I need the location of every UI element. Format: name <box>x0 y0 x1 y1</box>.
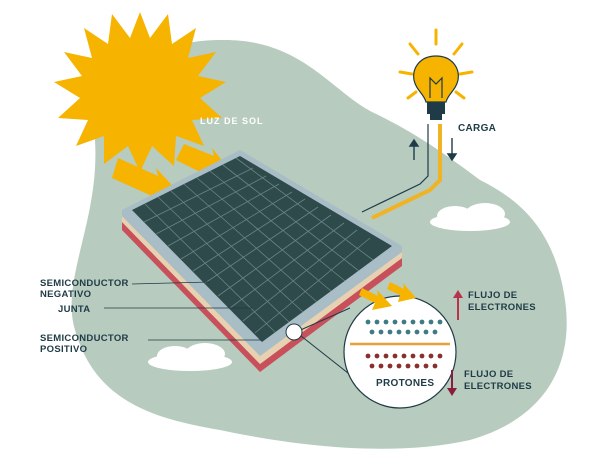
load-label: CARGA <box>458 123 496 134</box>
proton-dot <box>423 363 429 369</box>
electron-dot <box>396 329 402 335</box>
proton-dot <box>387 363 393 369</box>
protons <box>365 353 443 369</box>
electron-dot <box>369 329 375 335</box>
proton-dot <box>392 353 398 359</box>
electron-flow-arrow-up <box>453 290 463 320</box>
proton-dot <box>378 363 384 369</box>
n-semiconductor-label: SEMICONDUCTOR <box>40 278 129 289</box>
electron-flow-bottom-label-2: ELECTRONES <box>464 381 532 392</box>
proton-dot <box>419 353 425 359</box>
electron-dot <box>432 329 438 335</box>
junction-label: JUNTA <box>58 304 90 315</box>
electron-dot <box>428 319 434 325</box>
proton-dot <box>396 363 402 369</box>
sunlight-label: LUZ DE SOL <box>200 116 264 126</box>
proton-dot <box>437 353 443 359</box>
electron-dot <box>419 319 425 325</box>
sunlight-arrow <box>359 288 392 310</box>
electron-flow-bottom-label: FLUJO DE <box>464 369 513 380</box>
proton-dot <box>432 363 438 369</box>
wire-return <box>361 124 429 213</box>
magnifier-callout <box>285 282 457 409</box>
electron-dot <box>383 319 389 325</box>
electron-dot <box>365 319 371 325</box>
p-semiconductor-label: SEMICONDUCTOR <box>40 333 129 344</box>
proton-dot <box>410 353 416 359</box>
proton-dot <box>401 353 407 359</box>
electron-flow-top-label: FLUJO DE <box>468 290 517 301</box>
electron-dot <box>374 319 380 325</box>
cloud <box>430 203 510 231</box>
electron-dot <box>401 319 407 325</box>
electron-dot <box>414 329 420 335</box>
electron-dot <box>387 329 393 335</box>
electron-dot <box>410 319 416 325</box>
solar-panel <box>122 150 402 372</box>
proton-dot <box>414 363 420 369</box>
electron-dot <box>392 319 398 325</box>
electron-dot <box>405 329 411 335</box>
electron-flow-top-label-2: ELECTRONES <box>468 302 536 313</box>
cloud <box>148 343 232 371</box>
electrons <box>365 319 443 335</box>
panel-grid <box>143 157 374 334</box>
sun-icon <box>54 12 226 172</box>
proton-dot <box>374 353 380 359</box>
proton-dot <box>383 353 389 359</box>
electron-dot <box>423 329 429 335</box>
protons-label: PROTONES <box>376 378 434 389</box>
electron-flow-arrow-down <box>447 370 457 396</box>
panel-cells <box>132 156 392 342</box>
proton-dot <box>405 363 411 369</box>
electron-dot <box>378 329 384 335</box>
wire <box>371 124 442 220</box>
current-arrows <box>408 138 458 162</box>
proton-dot <box>369 363 375 369</box>
leader-negative <box>131 281 211 285</box>
light-bulb-icon <box>398 28 474 120</box>
proton-dot <box>428 353 434 359</box>
sunlight-arrow <box>387 282 416 302</box>
n-semiconductor-label-2: NEGATIVO <box>40 289 91 300</box>
p-semiconductor-label-2: POSITIVO <box>40 344 87 355</box>
electron-dot <box>437 319 443 325</box>
proton-dot <box>365 353 371 359</box>
